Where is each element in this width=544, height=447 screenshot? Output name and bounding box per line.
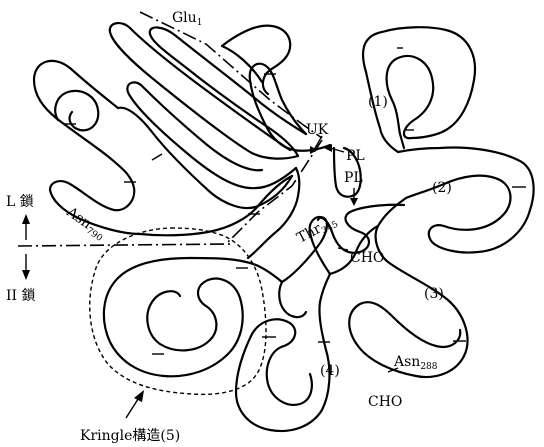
kringle-3-label: (3) [424, 286, 444, 302]
h-chain-arrow-head [22, 270, 30, 280]
pl-lower-label: PL [344, 170, 363, 186]
heavy-chain-left-loop [34, 61, 140, 234]
kringle-5-loop [104, 258, 282, 376]
uk-label: UK [306, 122, 329, 138]
pl-upper-arrow [330, 148, 344, 152]
kringle-4-label: (4) [320, 363, 340, 379]
kringle-structure-label: Kringle構造(5) [80, 428, 180, 444]
asn790-label: Asn790 [62, 204, 109, 244]
glu-label: Glu1 [172, 10, 202, 28]
heavy-chain-inner-loop [55, 91, 98, 130]
kringle-1-label: (1) [368, 94, 388, 110]
pl-lower-arrow-head [350, 198, 358, 206]
kringle-2-label: (2) [432, 180, 452, 196]
kringle-4-side-fold [279, 282, 306, 317]
cho-upper-label: CHO [350, 250, 384, 266]
l-chain-label: L 鎖 [6, 194, 34, 210]
chain-boundary-dashdot [18, 244, 230, 246]
cho-upper-pointer [338, 248, 348, 250]
cho-lower-label: CHO [368, 394, 402, 410]
l-chain-arrow-head [22, 214, 30, 224]
heavy-bond-center [152, 154, 162, 160]
asn288-label: Asn288 [393, 354, 438, 372]
pl-upper-label: PL [346, 148, 365, 164]
kringle-3-loop [349, 198, 467, 377]
kringle-2-loop [398, 148, 534, 253]
kringle-structure-arrow-head [134, 390, 144, 402]
glu-terminal-loop [222, 26, 290, 94]
kringle-4-loop [236, 274, 330, 431]
h-chain-label: II 鎖 [6, 288, 36, 304]
hairpin-2 [110, 23, 298, 159]
kringle-1-loop [363, 27, 475, 152]
